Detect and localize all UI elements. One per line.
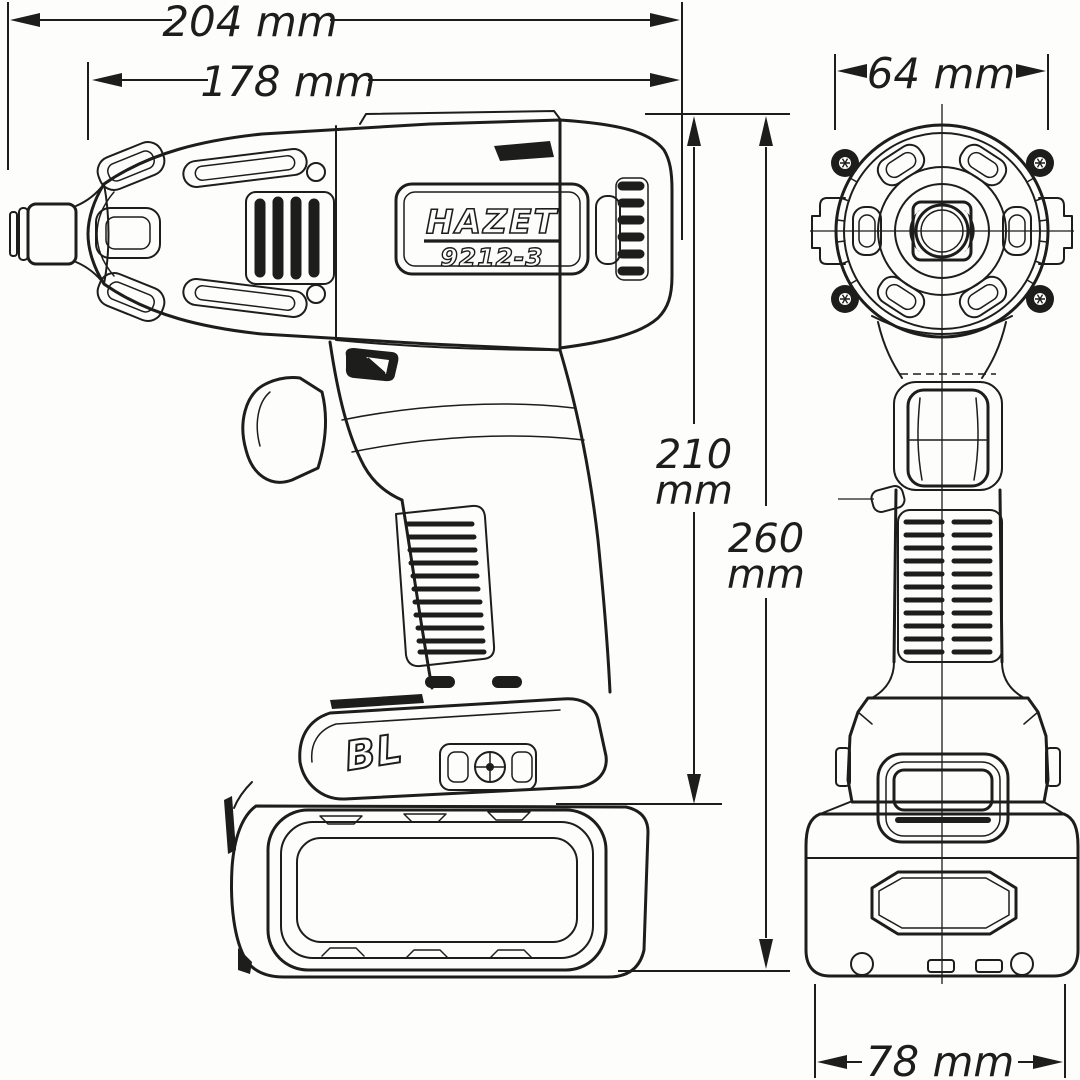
rear-vents [617,181,645,276]
battery-front [804,696,1080,978]
battery-top: BL [298,676,608,801]
bumper-bar-bottom [182,278,308,318]
reverse-knob [870,485,906,513]
label-plate [394,182,590,276]
battery-release-button [876,752,1010,844]
grip-ribs [405,521,487,655]
dimension-annotations: 204 mm 178 mm 64 mm 210 mm [7,0,1066,1080]
square-drive-front [877,166,1007,296]
dim-label-overall-length: 204 mm [162,0,337,46]
hammer-case [86,110,562,352]
dim-label-housing-length: 178 mm [200,57,375,106]
torx-screws [831,149,1054,313]
dim-label-head-width: 64 mm [867,49,1016,98]
hammer-case-face [811,123,1073,379]
dim-label-210-value: 210 [656,432,732,478]
grip-ribs-front [903,519,993,655]
dim-height-210: 210 mm [556,116,733,805]
dim-label-210-unit: mm [655,468,733,514]
cooling-vents [245,191,335,285]
battery-pack [224,781,650,979]
dim-label-battery-width: 78 mm [866,1037,1015,1080]
dim-height-260: 260 mm [618,116,805,972]
dim-head-width: 64 mm [834,49,1049,130]
trigger-front [870,373,1003,513]
center-lines [810,104,1074,984]
handle-front [871,488,1025,699]
dim-overall-length: 204 mm [7,0,683,240]
model-number: 9212-3 [440,243,543,272]
bumper-pad-bottom [96,272,166,322]
belt-clip-mount [439,743,537,791]
trigger [241,376,327,484]
motor-housing: HAZET 9212-3 [335,118,674,351]
brand-logo: HAZET [426,202,559,241]
side-view: HAZET 9212-3 [9,110,674,979]
brushless-badge: BL [342,726,406,781]
dim-housing-length: 178 mm [87,57,680,140]
bumper-pad-front [95,207,161,259]
housing-shading [494,141,554,161]
face-bumper-pads [852,143,1032,319]
direction-switch [345,348,399,382]
dim-label-260-value: 260 [728,516,804,562]
dim-label-260-unit: mm [727,552,805,598]
square-drive-anvil [9,183,110,285]
dim-battery-width: 78 mm [814,984,1066,1080]
handle [328,340,612,694]
bumper-bar-top [182,148,308,188]
bumper-pad-top [96,141,166,191]
front-view [804,104,1080,984]
